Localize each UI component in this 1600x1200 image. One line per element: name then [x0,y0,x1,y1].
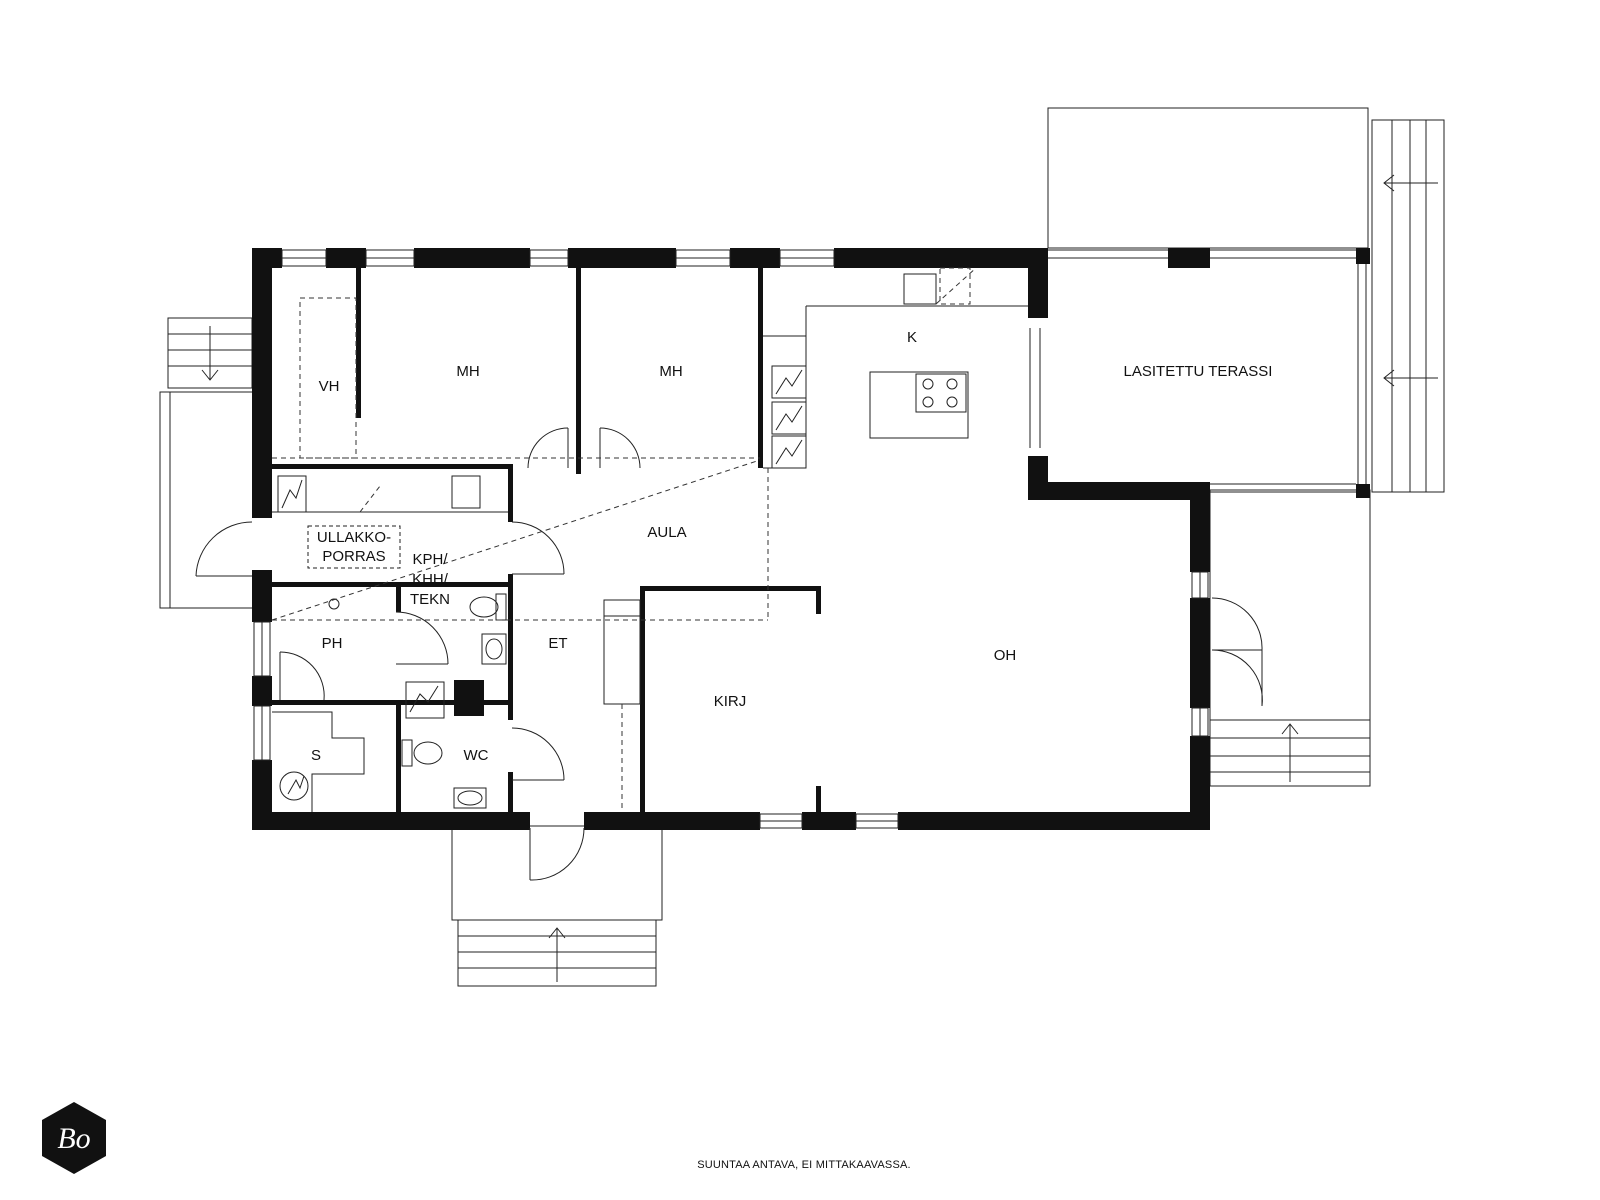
kitchen-island [869,371,969,439]
sauna-stove-icon [279,771,309,801]
logo-text: Bo [57,1122,90,1155]
room-label-terrace: LASITETTU TERASSI [1124,363,1273,380]
upper-terrace-outline [1047,107,1369,249]
outdoor-decks [159,107,1445,987]
arrow-up-icon [548,927,566,982]
room-label-ph: PH [322,635,343,652]
left-rail-outline [159,391,171,609]
entrance-stairs-outline [457,919,657,987]
stair-arrows [201,174,1438,982]
sink-icon [453,787,487,809]
sink-icon [451,475,481,509]
arrow-left-icon [1383,369,1438,387]
right-deck-outline [1371,119,1445,493]
arrow-up-icon [1281,723,1299,782]
attic-stair-box [307,525,401,569]
exterior-walls [252,248,1370,830]
room-label-oh: OH [994,647,1017,664]
room-label-utility-1: KPH/ [412,551,448,568]
interior-walls [272,268,821,816]
arrow-down-icon [201,326,219,381]
logo-hexagon-icon [42,1102,106,1174]
toilet-icon [401,739,443,767]
arrow-left-icon [1383,174,1438,192]
toilet-icon [469,593,507,621]
room-labels: VH MH MH K LASITETTU TERASSI AULA ULLAKK… [311,329,1272,764]
room-label-vh: VH [319,378,340,395]
room-label-s: S [311,747,321,764]
footer-note: SUUNTAA ANTAVA, EI MITTAKAAVASSA. [697,1159,911,1171]
door-swings [195,427,1263,881]
windows [253,249,1367,829]
room-label-kirj: KIRJ [714,693,747,710]
room-label-et: ET [548,635,567,652]
stove-icon [915,373,967,413]
logo: Bo [42,1102,106,1174]
room-label-utility-2: KHH/ [412,571,449,588]
kitchen-sink-icon [903,273,937,305]
room-label-utility-3: TEKN [410,591,450,608]
room-label-mh-1: MH [456,363,479,380]
room-label-wc: WC [464,747,489,764]
appliance-icon [771,365,807,469]
room-label-attic-1: ULLAKKO- [317,529,391,546]
entrance-porch-outline [451,825,663,921]
room-label-mh-2: MH [659,363,682,380]
sink-icon [481,633,507,665]
room-label-aula: AULA [647,524,686,541]
fixtures [195,273,1263,881]
shower-icon [328,598,340,610]
room-label-k: K [907,329,917,346]
dashed-lines [271,267,977,810]
room-label-attic-2: PORRAS [322,548,385,565]
